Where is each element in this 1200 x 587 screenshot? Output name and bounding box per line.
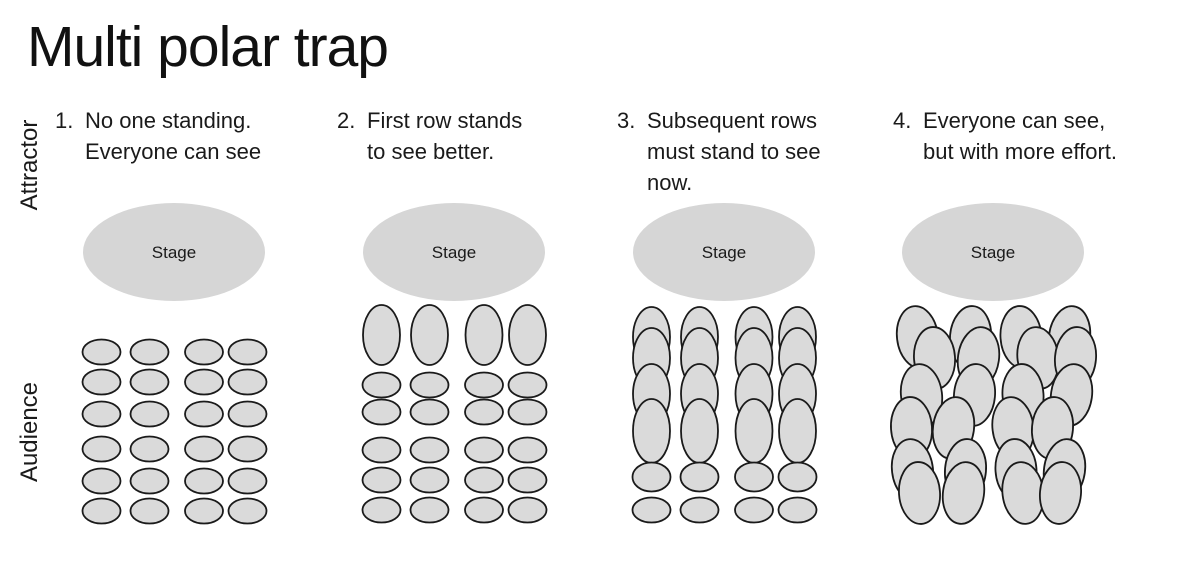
caption-line: to see better. <box>367 139 495 164</box>
audience-ellipse <box>81 368 122 396</box>
caption-line: First row stands <box>367 108 523 133</box>
audience-ellipse <box>464 398 504 426</box>
audience-ellipse <box>631 496 672 524</box>
audience-ellipse <box>129 400 170 428</box>
caption-line: Everyone can see <box>85 139 262 164</box>
audience-ellipse <box>631 461 672 493</box>
panel-caption: 3. Subsequent rows must stand to see now. <box>617 105 821 198</box>
stage-label: Stage <box>152 243 196 262</box>
audience-ellipse <box>734 496 774 524</box>
audience-ellipse <box>81 400 122 428</box>
caption-line: now. <box>647 170 693 195</box>
audience-ellipse <box>361 398 402 426</box>
caption-number: 3. <box>617 108 636 133</box>
caption-number: 1. <box>55 108 74 133</box>
audience-ellipse <box>184 467 224 495</box>
stage-label: Stage <box>702 243 746 262</box>
audience-ellipse <box>409 496 450 524</box>
audience-ellipse <box>361 436 402 464</box>
panel-caption: 1. No one standing. Everyone can see <box>55 105 261 167</box>
audience-ellipse <box>898 461 941 525</box>
caption-line: No one standing. <box>85 108 252 133</box>
audience-ellipse <box>227 497 268 525</box>
audience-ellipse <box>941 461 986 525</box>
audience-ellipse <box>362 304 401 366</box>
audience-ellipse <box>507 436 548 464</box>
audience-ellipse <box>734 398 774 464</box>
figure-title: Multi polar trap <box>27 15 389 79</box>
audience-ellipse <box>507 371 548 399</box>
panel-caption: 4. Everyone can see, but with more effort. <box>893 105 1117 167</box>
audience-ellipse <box>1039 461 1082 525</box>
audience-ellipse <box>464 436 504 464</box>
stage-ellipse <box>363 203 545 301</box>
audience-ellipse <box>679 496 720 524</box>
audience-ellipse <box>409 466 450 494</box>
audience-ellipse <box>184 338 224 366</box>
caption-text: Subsequent rows must stand to see now. <box>647 105 821 198</box>
audience-ellipse <box>227 368 268 396</box>
audience-ellipse <box>129 497 170 525</box>
stage-label: Stage <box>971 243 1015 262</box>
audience-ellipse <box>507 496 548 524</box>
caption-text: First row stands to see better. <box>367 105 522 167</box>
audience-ellipse <box>129 435 170 463</box>
audience-ellipse <box>464 466 504 494</box>
audience-ellipse <box>361 371 402 399</box>
audience-ellipse <box>409 436 450 464</box>
audience-ellipse <box>778 398 817 464</box>
audience-ellipse <box>81 467 122 495</box>
caption-text: No one standing. Everyone can see <box>85 105 261 167</box>
audience-ellipse <box>464 304 504 366</box>
audience-ellipse <box>184 368 224 396</box>
panel-caption: 2. First row stands to see better. <box>337 105 522 167</box>
audience-ellipse <box>81 435 122 463</box>
audience-ellipse <box>227 400 268 428</box>
audience-ellipse <box>129 368 170 396</box>
audience-ellipse <box>464 371 504 399</box>
audience-ellipse <box>129 467 170 495</box>
audience-ellipse <box>227 338 268 366</box>
audience-ellipse <box>361 496 402 524</box>
audience-ellipse <box>734 461 774 493</box>
audience-ellipse <box>508 304 547 366</box>
caption-line: must stand to see <box>647 139 821 164</box>
audience-ellipse <box>184 497 224 525</box>
caption-line: Subsequent rows <box>647 108 817 133</box>
audience-ellipse <box>777 496 818 524</box>
caption-text: Everyone can see, but with more effort. <box>923 105 1117 167</box>
audience-ellipse <box>227 467 268 495</box>
audience-ellipse <box>507 398 548 426</box>
audience-ellipse <box>679 461 720 493</box>
caption-number: 2. <box>337 108 356 133</box>
caption-line: Everyone can see, <box>923 108 1106 133</box>
audience-ellipse <box>81 497 122 525</box>
caption-line: but with more effort. <box>923 139 1118 164</box>
audience-ellipse <box>680 398 719 464</box>
stage-ellipse <box>902 203 1084 301</box>
audience-ellipse <box>184 400 224 428</box>
audience-ellipse <box>410 304 449 366</box>
audience-ellipse <box>361 466 402 494</box>
audience-ellipse <box>632 398 671 464</box>
audience-ellipse <box>464 496 504 524</box>
audience-ellipse <box>409 398 450 426</box>
audience-ellipse <box>507 466 548 494</box>
caption-number: 4. <box>893 108 912 133</box>
stage-ellipse <box>83 203 265 301</box>
audience-ellipse <box>777 461 818 493</box>
stage-label: Stage <box>432 243 476 262</box>
audience-ellipse <box>184 435 224 463</box>
audience-ellipse <box>227 435 268 463</box>
audience-ellipse <box>81 338 122 366</box>
audience-ellipse <box>129 338 170 366</box>
audience-ellipse <box>409 371 450 399</box>
stage-ellipse <box>633 203 815 301</box>
